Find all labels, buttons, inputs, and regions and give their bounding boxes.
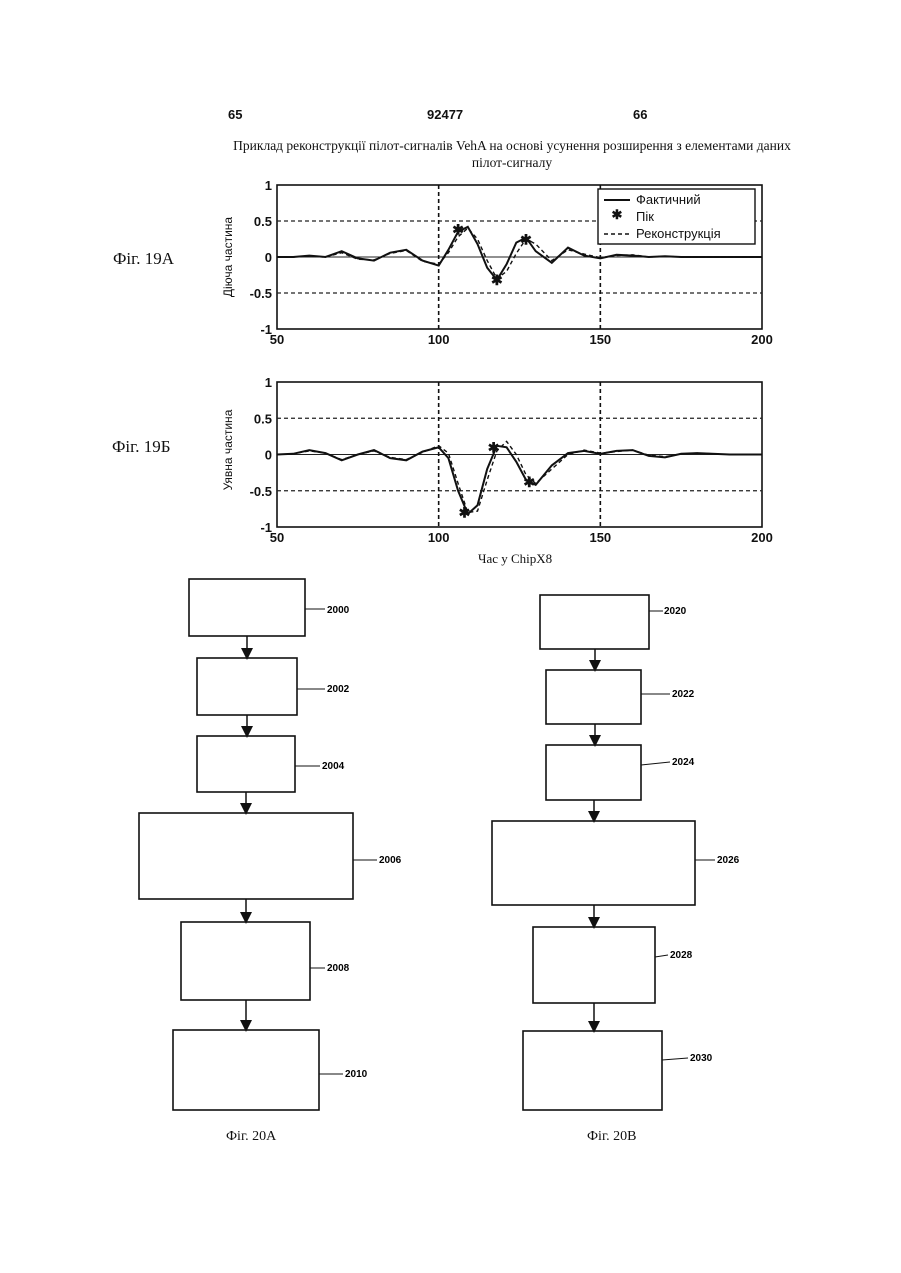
flow-20b-box-2030 xyxy=(523,1031,662,1110)
flow-20a-box-2004 xyxy=(197,736,295,792)
ref-2030: 2030 xyxy=(690,1053,713,1064)
ref-2020: 2020 xyxy=(664,606,687,617)
ref-2006: 2006 xyxy=(379,855,402,866)
flow-20b-box-2022 xyxy=(546,670,641,724)
flow-20b-leader-2028 xyxy=(655,955,668,957)
flow-20a-box-2010 xyxy=(173,1030,319,1110)
flow-20b-leader-2030 xyxy=(662,1058,688,1060)
figure-20b-caption: Фіг. 20В xyxy=(587,1129,636,1145)
flow-20b-box-2024 xyxy=(546,745,641,800)
ref-2000: 2000 xyxy=(327,605,350,616)
ref-2024: 2024 xyxy=(672,757,695,768)
ref-2028: 2028 xyxy=(670,950,693,961)
flow-20a-box-2008 xyxy=(181,922,310,1000)
flow-20a-box-2000 xyxy=(189,579,305,636)
flow-20a-box-2002 xyxy=(197,658,297,715)
figure-20a-caption: Фіг. 20А xyxy=(226,1129,276,1145)
flow-20b-box-2020 xyxy=(540,595,649,649)
ref-2002: 2002 xyxy=(327,684,350,695)
flow-20a-box-2006 xyxy=(139,813,353,899)
ref-2004: 2004 xyxy=(322,761,345,772)
flow-20b-box-2026 xyxy=(492,821,695,905)
ref-2008: 2008 xyxy=(327,963,350,974)
flow-20b-box-2028 xyxy=(533,927,655,1003)
flow-20b-leader-2024 xyxy=(641,762,670,765)
ref-2022: 2022 xyxy=(672,689,695,700)
ref-2010: 2010 xyxy=(345,1069,368,1080)
ref-2026: 2026 xyxy=(717,855,740,866)
